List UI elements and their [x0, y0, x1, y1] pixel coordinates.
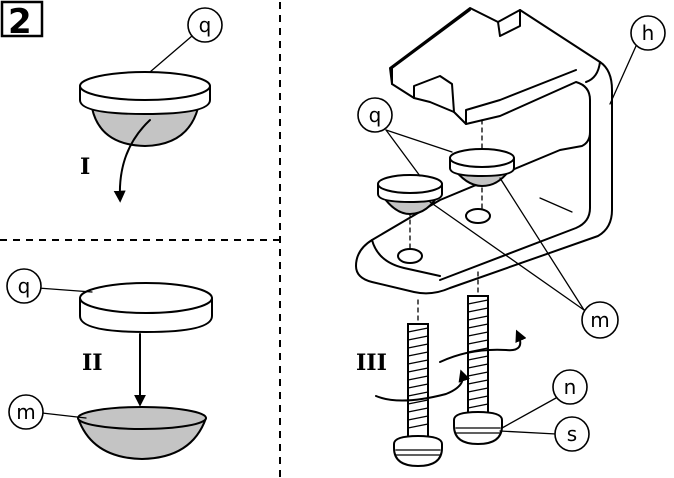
stage-label-two: II	[82, 350, 103, 376]
clamp-body	[355, 7, 613, 295]
panel-three-clamp: III q m h n s	[355, 7, 666, 467]
callout-s	[554, 416, 590, 452]
rotate-arrow-right	[439, 329, 527, 363]
step-number: 2	[8, 2, 32, 42]
svg-text:n: n	[564, 375, 577, 399]
screw-left	[393, 299, 443, 467]
callout-m-right	[581, 301, 619, 339]
thumb-knob-left	[393, 435, 443, 467]
stage-label-three: III	[356, 350, 387, 376]
callout-q-right	[357, 97, 393, 133]
callout-n	[552, 369, 588, 405]
screw-hole-left	[397, 248, 423, 264]
rotate-arrow	[113, 119, 151, 203]
svg-text:q: q	[369, 103, 382, 127]
rubber-cup	[91, 107, 199, 147]
callout-m-bottom	[8, 394, 44, 430]
stage-label-one: I	[80, 154, 90, 180]
screw-hole-right	[465, 208, 491, 224]
svg-text:h: h	[642, 21, 655, 45]
callout-h	[630, 15, 666, 51]
svg-text:m: m	[590, 308, 609, 332]
panel-one-pad-removal: I q	[79, 7, 223, 203]
svg-text:q: q	[18, 274, 31, 298]
callout-q-top	[187, 7, 223, 43]
callout-q-bottom	[6, 268, 42, 304]
panel-two-pad-placement: II q m	[6, 268, 213, 460]
svg-text:q: q	[199, 13, 212, 37]
step-number-box: 2	[0, 0, 44, 42]
screw-right	[453, 271, 503, 445]
svg-text:s: s	[567, 422, 577, 446]
rotate-arrow-left	[375, 369, 470, 402]
svg-text:m: m	[16, 400, 35, 424]
